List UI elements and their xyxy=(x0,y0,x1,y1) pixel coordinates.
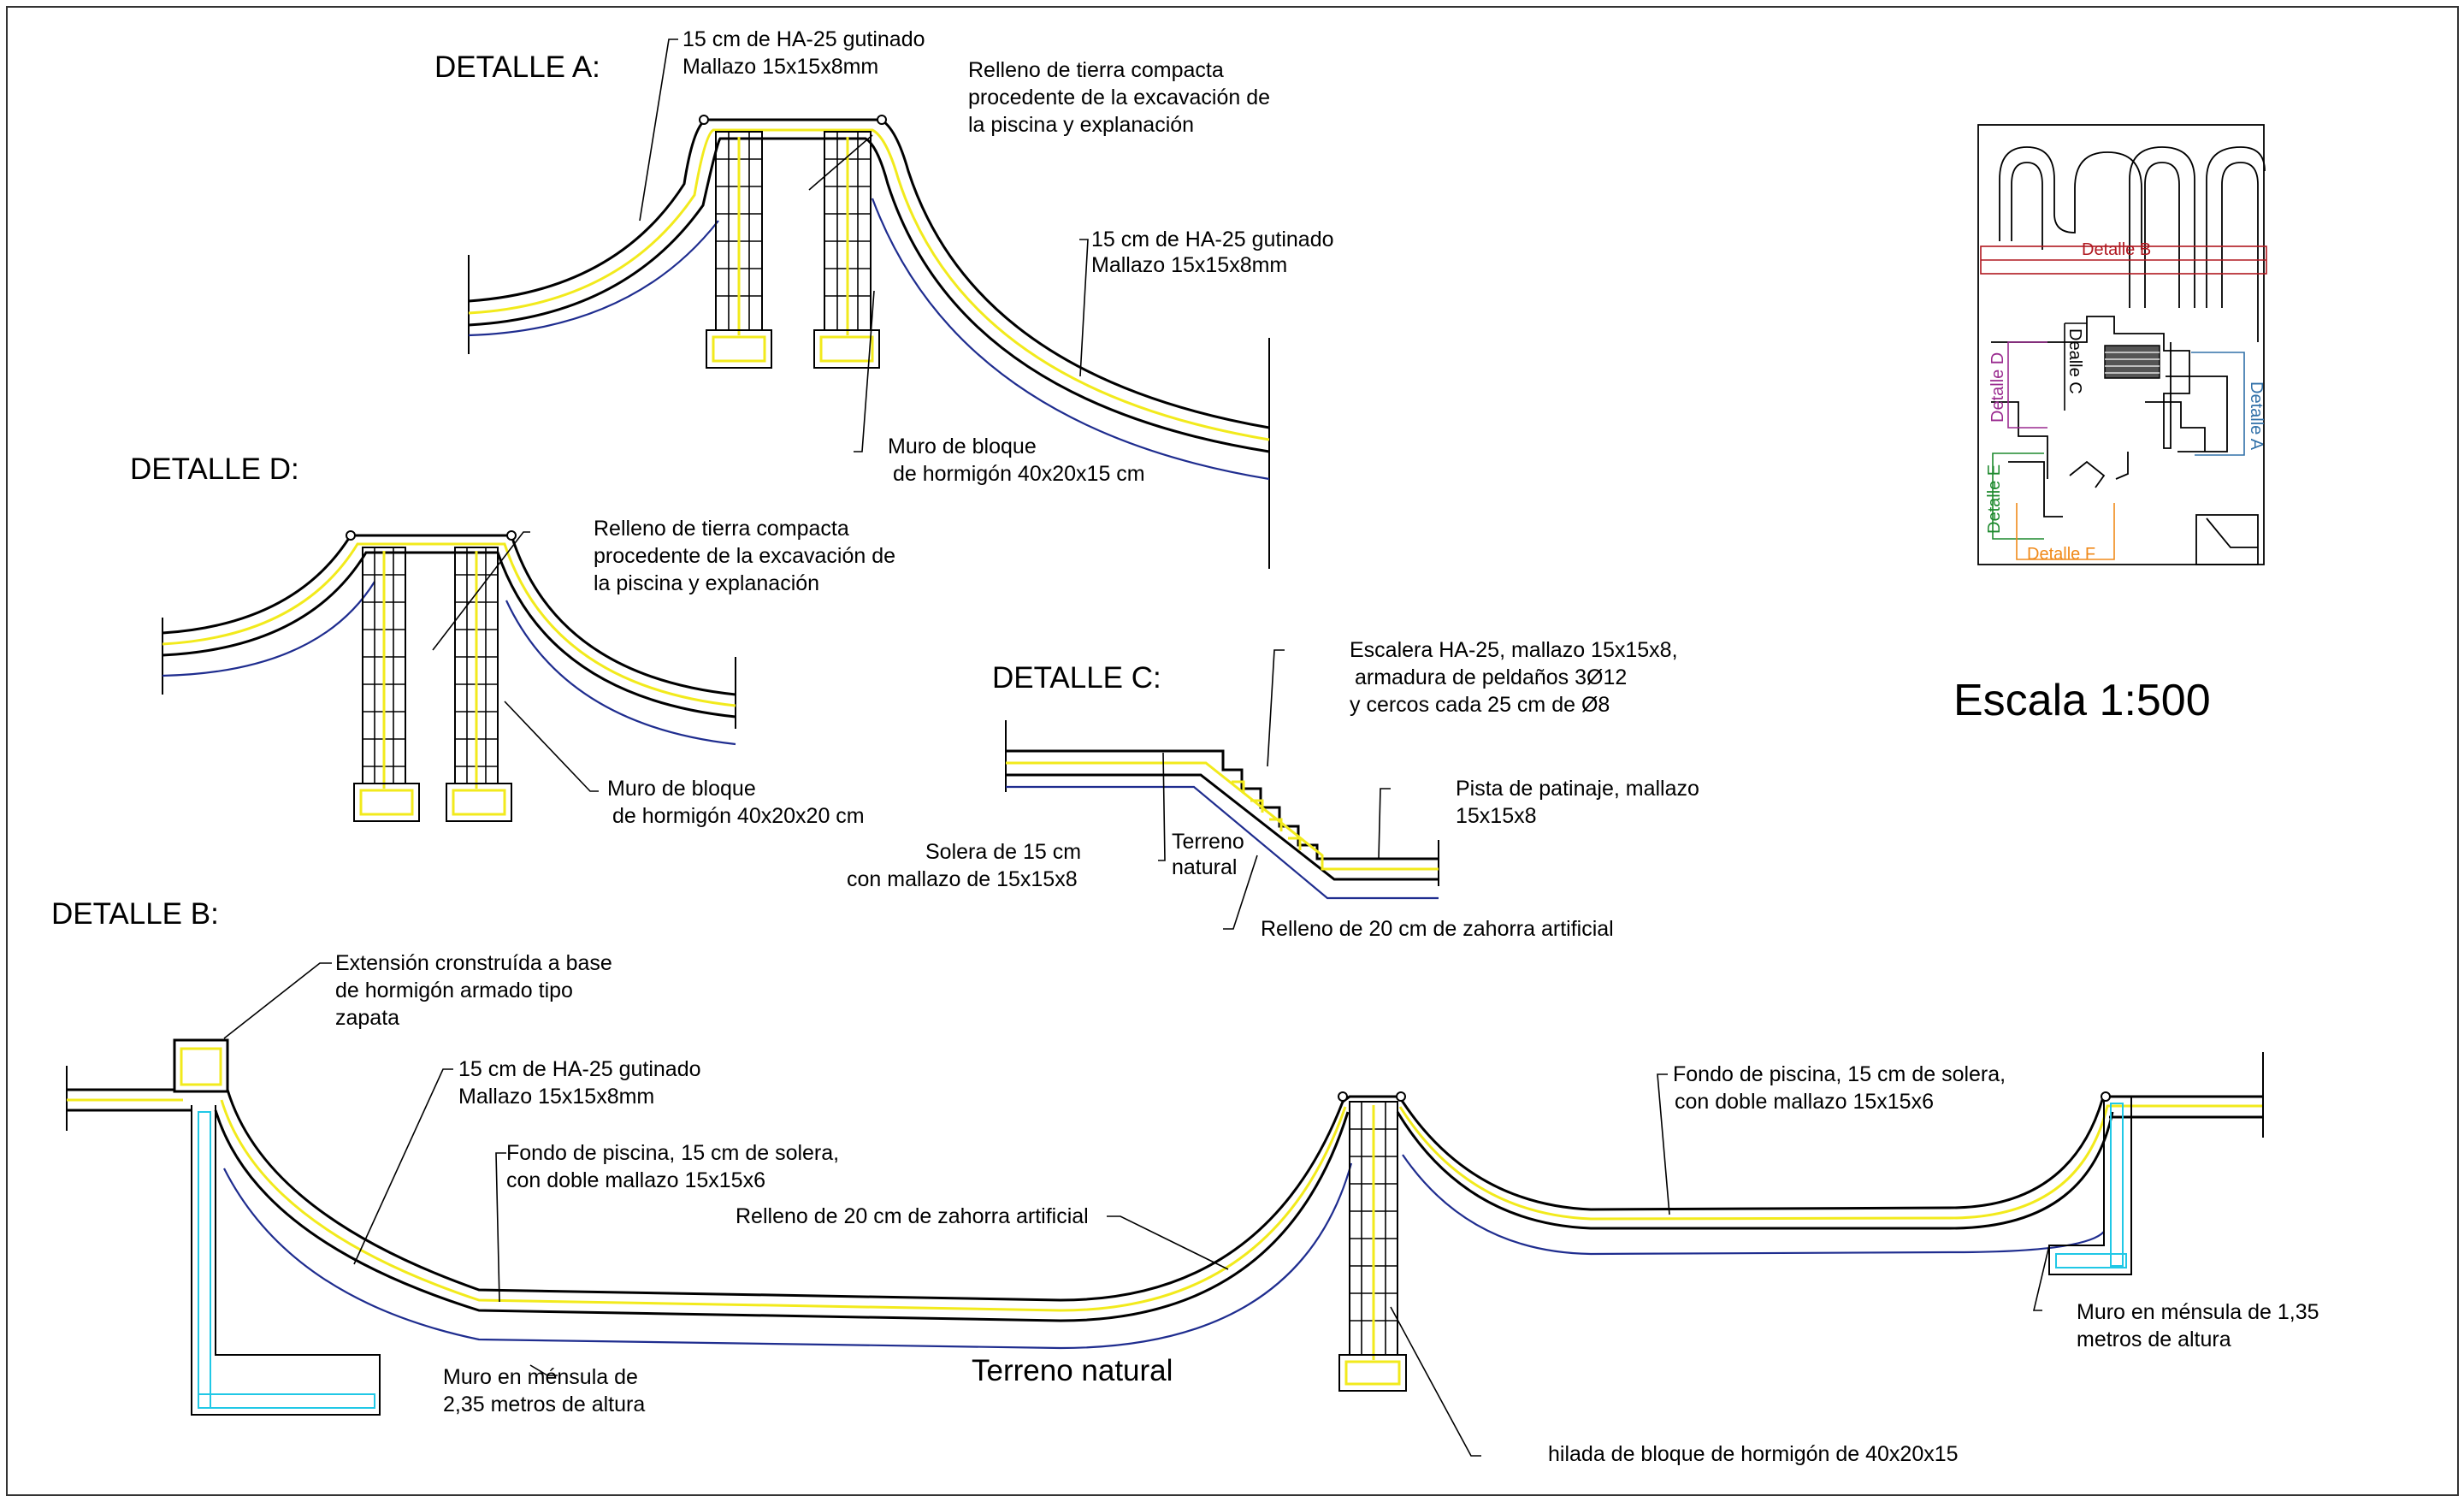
key-label-b: Detalle B xyxy=(2082,240,2151,259)
detail-b-note-ext-2: de hormigón armado tipo xyxy=(335,979,573,1002)
detail-a-note-concrete2-2: Mallazo 15x15x8mm xyxy=(1091,253,1287,277)
detail-b-note-concrete-1: 15 cm de HA-25 gutinado xyxy=(458,1057,701,1081)
detail-c-note-stair-3: y cercos cada 25 cm de Ø8 xyxy=(1350,693,1610,717)
detail-c-note-stair-2: armadura de peldaños 3Ø12 xyxy=(1355,665,1627,689)
key-label-e: Detalle E xyxy=(1985,464,2004,534)
detail-c-note-gravel: Relleno de 20 cm de zahorra artificial xyxy=(1261,917,1614,941)
detail-a-note-wall-2: de hormigón 40x20x15 cm xyxy=(893,462,1145,486)
detail-a-note-concrete-2: Mallazo 15x15x8mm xyxy=(682,55,878,79)
detail-c-title: DETALLE C: xyxy=(992,661,1161,695)
detail-a-note-fill-2: procedente de la excavación de xyxy=(968,86,1270,109)
detail-a-title: DETALLE A: xyxy=(434,50,600,84)
detail-b-note-bottom2-1: Fondo de piscina, 15 cm de solera, xyxy=(1673,1062,2006,1086)
detail-c-note-stair-1: Escalera HA-25, mallazo 15x15x8, xyxy=(1350,638,1678,662)
detail-d-note-wall-1: Muro de bloque xyxy=(607,777,756,801)
detail-d-note-fill-1: Relleno de tierra compacta xyxy=(594,517,849,541)
detail-c-note-slab-2: con mallazo de 15x15x8 xyxy=(847,867,1078,891)
detail-b-title: DETALLE B: xyxy=(51,897,219,931)
detail-b-note-cant2-1: Muro en ménsula de 1,35 xyxy=(2077,1300,2319,1324)
detail-b-note-bottom1-1: Fondo de piscina, 15 cm de solera, xyxy=(506,1141,839,1165)
detail-b-note-ground: Terreno natural xyxy=(972,1354,1173,1387)
key-label-a: Detalle A xyxy=(2247,381,2266,451)
detail-d-title: DETALLE D: xyxy=(130,452,299,486)
detail-a-note-fill-3: la piscina y explanación xyxy=(968,113,1194,137)
detail-c-note-slab-1: Solera de 15 cm xyxy=(925,840,1081,864)
detail-b: DETALLE B: xyxy=(51,897,2319,1466)
detail-b-note-ext-1: Extensión cronstruída a base xyxy=(335,951,612,975)
detail-b-note-cant1-1: Muro en ménsula de xyxy=(443,1365,638,1389)
detail-b-note-gravel: Relleno de 20 cm de zahorra artificial xyxy=(736,1204,1089,1228)
key-label-f: Detalle F xyxy=(2027,545,2095,564)
key-plan-frame xyxy=(1977,124,2265,565)
detail-d: DETALLE D: Relleno de xyxy=(130,452,895,828)
detail-a-note-wall-1: Muro de bloque xyxy=(888,435,1037,458)
detail-b-note-cant1-2: 2,35 metros de altura xyxy=(443,1393,645,1416)
detail-b-note-bottom1-2: con doble mallazo 15x15x6 xyxy=(506,1168,765,1192)
sheet-border xyxy=(6,6,2459,1496)
detail-d-note-fill-2: procedente de la excavación de xyxy=(594,544,895,568)
detail-b-note-ext-3: zapata xyxy=(335,1006,399,1030)
detail-c-note-rink-2: 15x15x8 xyxy=(1456,804,1537,828)
detail-a-note-concrete2-1: 15 cm de HA-25 gutinado xyxy=(1091,228,1334,251)
key-label-c: Dealle C xyxy=(2065,328,2084,394)
key-label-d: Detalle D xyxy=(1988,352,2007,423)
detail-d-note-wall-2: de hormigón 40x20x20 cm xyxy=(612,804,865,828)
detail-a: DETALLE A: xyxy=(434,27,1334,569)
detail-b-note-block: hilada de bloque de hormigón de 40x20x15 xyxy=(1548,1442,1959,1466)
detail-c-note-rink-1: Pista de patinaje, mallazo xyxy=(1456,777,1699,801)
detail-d-note-fill-3: la piscina y explanación xyxy=(594,571,819,595)
detail-c: DETALLE C: Escalera HA-25, mallazo 15x15… xyxy=(847,638,1699,941)
detail-a-note-concrete-1: 15 cm de HA-25 gutinado xyxy=(682,27,925,51)
detail-a-note-fill-1: Relleno de tierra compacta xyxy=(968,58,1224,82)
detail-c-note-ground-1: Terreno xyxy=(1172,830,1244,854)
detail-c-note-ground-2: natural xyxy=(1172,855,1237,879)
detail-b-note-bottom2-2: con doble mallazo 15x15x6 xyxy=(1675,1090,1934,1114)
detail-b-note-cant2-2: metros de altura xyxy=(2077,1328,2231,1351)
key-plan: Detalle B Detalle D Dealle C Detalle A D… xyxy=(1953,124,2267,725)
scale-label: Escala 1:500 xyxy=(1953,676,2211,725)
detail-b-note-concrete-2: Mallazo 15x15x8mm xyxy=(458,1085,654,1109)
